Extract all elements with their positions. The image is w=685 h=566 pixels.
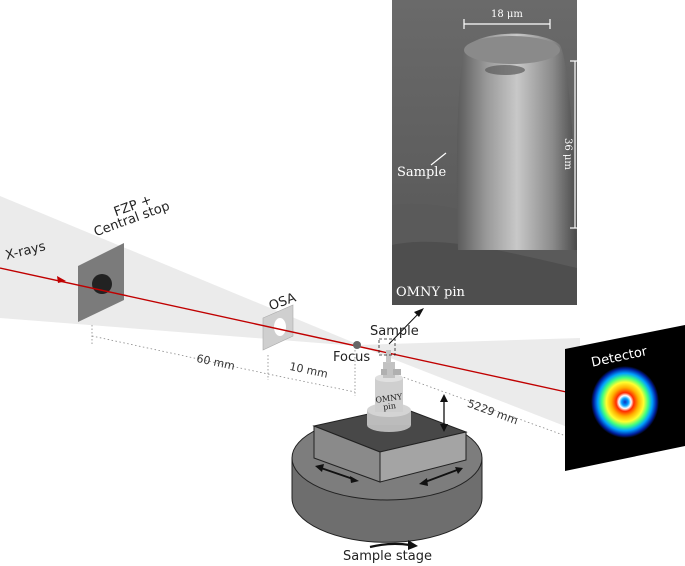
sem-inset <box>392 0 580 305</box>
sem-height-scale: 36 μm <box>562 138 573 170</box>
distance-line-sample-detector <box>399 375 567 437</box>
sem-sample-label: Sample <box>397 165 447 180</box>
diffraction-pattern <box>591 366 659 438</box>
sample-stage <box>291 338 483 550</box>
incoming-beam-cone <box>0 196 357 346</box>
sem-width-scale: 18 μm <box>491 9 523 20</box>
focus-point <box>353 341 361 349</box>
xray-arrow-head <box>57 276 66 283</box>
sample-main-label: Sample <box>370 324 419 339</box>
sample-zoom-arrow <box>414 308 424 317</box>
xray-beam <box>0 267 581 396</box>
distance-line-osa-focus <box>267 373 356 393</box>
sample-zoom-pointer <box>388 311 421 345</box>
osa-aperture <box>262 304 294 351</box>
sample-stage-label: Sample stage <box>343 549 432 564</box>
focus-label: Focus <box>333 350 371 365</box>
divergent-beam-cone <box>357 338 580 432</box>
distance-line-fzp-osa <box>91 335 269 375</box>
sem-pin-label: OMNY pin <box>396 285 465 300</box>
